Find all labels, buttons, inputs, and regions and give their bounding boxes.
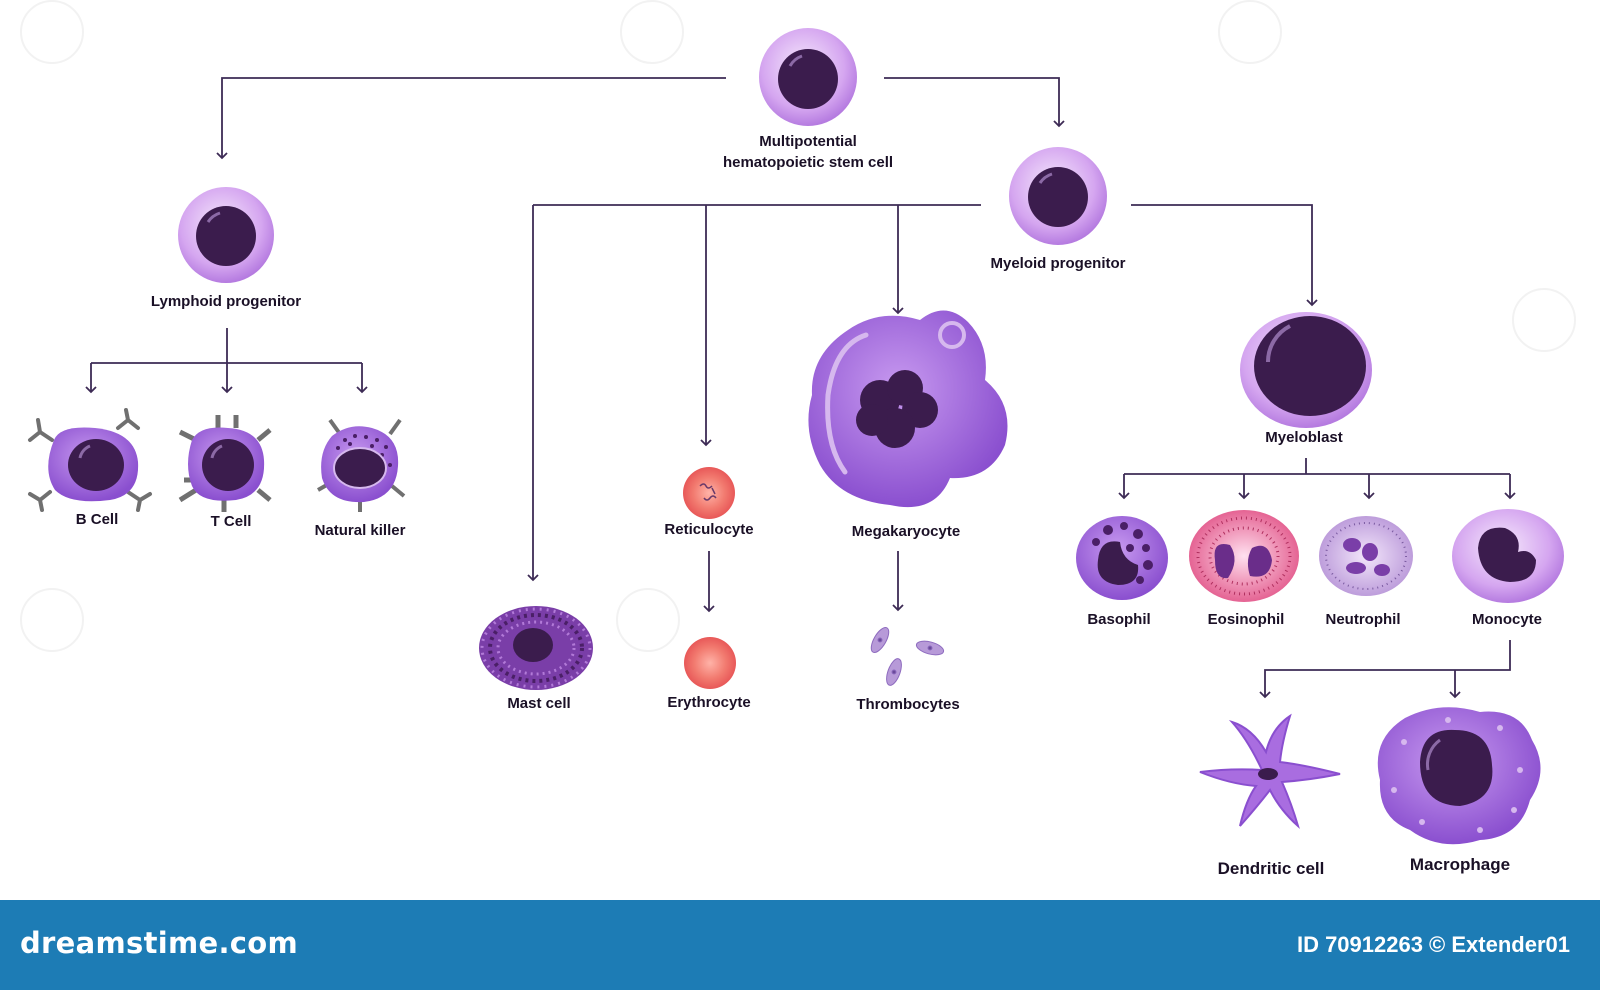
arrows [91, 77, 1516, 699]
monocyte-label: Monocyte [1471, 611, 1543, 628]
reticulocyte-icon [683, 467, 735, 519]
stem-cell-label-line2: hematopoietic stem cell [722, 154, 894, 171]
eosinophil-icon [1189, 510, 1299, 602]
macrophage-label: Macrophage [1409, 855, 1511, 874]
lymphoid-progenitor-icon [178, 187, 274, 283]
mast-cell-label: Mast cell [507, 695, 571, 712]
megakaryocyte-icon [808, 310, 1008, 508]
stem-cell-icon [759, 28, 857, 126]
hematopoiesis-diagram [28, 28, 1564, 845]
stem-cell-label-line1: Multipotential [759, 133, 857, 150]
monocyte-icon [1452, 509, 1564, 603]
thrombocytes-label: Thrombocytes [856, 696, 960, 713]
dendritic-cell-label: Dendritic cell [1217, 859, 1325, 878]
dendritic-cell-icon [1199, 713, 1341, 830]
neutrophil-icon [1319, 516, 1413, 596]
basophil-icon [1076, 516, 1168, 600]
erythrocyte-icon [684, 637, 736, 689]
thrombocytes-icon [870, 627, 945, 686]
myeloblast-label: Myeloblast [1265, 429, 1343, 446]
bcell-icon [28, 408, 152, 512]
stem-cell-label: Multipotential hematopoietic stem cell [723, 131, 893, 173]
erythrocyte-label: Erythrocyte [667, 694, 751, 711]
myeloid-progenitor-icon [1009, 147, 1107, 245]
natural-killer-label: Natural killer [314, 522, 406, 539]
neutrophil-label: Neutrophil [1325, 611, 1401, 628]
watermark-spiral-icon [1512, 288, 1576, 352]
watermark-spiral-icon [620, 0, 684, 64]
watermark-spiral-icon [20, 588, 84, 652]
footer-bar: dreamstime.com ID 70912263 © Extender01 [0, 900, 1600, 990]
watermark-spiral-icon [1218, 0, 1282, 64]
bcell-label: B Cell [75, 511, 119, 528]
megakaryocyte-label: Megakaryocyte [851, 523, 961, 540]
arrow-monocyte-split [1259, 640, 1511, 699]
arrow-to-myeloblast [1131, 204, 1318, 307]
watermark-spiral-icon [616, 588, 680, 652]
macrophage-icon [1377, 707, 1541, 845]
arrow-stem-to-lymphoid [216, 77, 726, 160]
mast-cell-icon [479, 606, 593, 690]
tcell-label: T Cell [210, 513, 252, 530]
brand-logo[interactable]: dreamstime.com [20, 926, 299, 960]
tcell-icon [178, 415, 272, 512]
arrow-stem-to-myeloid [884, 77, 1065, 128]
eosinophil-label: Eosinophil [1207, 611, 1285, 628]
natural-killer-icon [317, 418, 406, 512]
basophil-label: Basophil [1087, 611, 1151, 628]
image-credit: ID 70912263 © Extender01 [1296, 932, 1570, 957]
lymphoid-progenitor-label: Lymphoid progenitor [150, 293, 302, 310]
myeloblast-icon [1240, 312, 1372, 428]
myeloid-progenitor-label: Myeloid progenitor [990, 255, 1126, 272]
reticulocyte-label: Reticulocyte [664, 521, 754, 538]
watermark-spiral-icon [20, 0, 84, 64]
